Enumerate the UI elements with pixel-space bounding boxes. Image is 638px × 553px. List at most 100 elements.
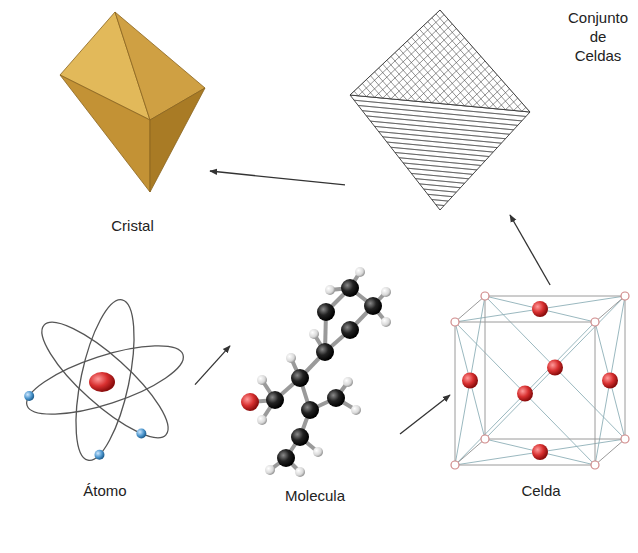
hydrogen-atom — [355, 267, 365, 277]
cell-diagonal — [455, 322, 525, 394]
face-atom — [462, 373, 478, 389]
lattice-line — [330, 117, 510, 134]
face-atom — [532, 301, 548, 317]
corner-atom — [621, 292, 629, 300]
crystal-illustration — [60, 12, 205, 192]
lattice-line — [375, 72, 465, 174]
cell-diagonal — [610, 381, 625, 440]
corner-atom — [481, 292, 489, 300]
lattice-line — [317, 131, 497, 148]
lattice-line — [260, 193, 440, 210]
cell-edge — [595, 322, 596, 465]
lattice-line — [338, 108, 518, 125]
lattice-line — [379, 68, 469, 170]
face-atom — [517, 386, 533, 402]
carbon-atom — [327, 389, 345, 407]
lattice-line — [440, 112, 530, 197]
illustration-node: Cristal — [55, 10, 210, 240]
flow-arrow — [400, 395, 450, 434]
lattice-line — [350, 95, 440, 197]
hydrogen-atom — [257, 415, 267, 425]
lattice-line — [407, 75, 497, 160]
lattice-line — [289, 162, 469, 179]
oxygen-atom — [241, 393, 259, 411]
caption-label: Conjunto de Celdas — [568, 9, 628, 65]
illustration-node: Átomo — [15, 290, 195, 505]
cell-edge — [455, 465, 595, 466]
lattice-line — [354, 91, 444, 193]
carbon-atom — [341, 321, 359, 339]
face-atom — [532, 444, 548, 460]
flow-arrow — [210, 171, 345, 185]
lattice-ridge — [350, 95, 530, 112]
caption-label: Átomo — [83, 482, 126, 501]
cell-edge — [595, 439, 625, 465]
cell-diagonal — [540, 309, 595, 322]
lattice-illustration — [260, 10, 620, 227]
cell-edge — [595, 296, 625, 322]
lattice-line — [440, 210, 620, 227]
electron-orbit — [64, 295, 145, 465]
hydrogen-atom — [257, 375, 267, 385]
cell-diagonal — [470, 381, 485, 440]
hydrogen-atom — [381, 317, 391, 327]
cell-edge — [625, 296, 626, 439]
cell-edge — [485, 296, 486, 439]
hydrogen-atom — [295, 467, 305, 477]
hydrogen-atom — [325, 285, 335, 295]
cell-edge — [485, 439, 625, 440]
face-atom — [602, 373, 618, 389]
lattice-line — [411, 80, 501, 165]
lattice-line — [276, 175, 456, 192]
carbon-atom — [317, 303, 335, 321]
cell-diagonal — [485, 296, 540, 309]
illustration-node: Celda — [450, 285, 632, 505]
lattice-line — [436, 107, 526, 192]
cell-diagonal — [485, 296, 555, 368]
lattice-line — [334, 113, 514, 130]
flow-arrow — [195, 346, 230, 385]
lattice-line — [366, 80, 456, 182]
lattice-line — [387, 60, 477, 162]
lattice-line — [383, 64, 473, 166]
lattice-outline — [350, 10, 530, 210]
lattice-line — [370, 76, 460, 178]
nucleus — [89, 372, 115, 392]
carbon-atom — [301, 401, 319, 419]
cell-edge — [455, 322, 595, 323]
caption-label: Celda — [521, 482, 560, 501]
lattice-line — [415, 84, 505, 169]
lattice-line — [403, 70, 493, 155]
cell-diagonal — [595, 322, 610, 381]
hydrogen-atom — [286, 353, 296, 363]
unit-cell-illustration — [451, 292, 629, 469]
cell-edge — [455, 296, 485, 322]
electron — [136, 428, 146, 438]
molecule-illustration — [241, 267, 391, 477]
lattice-line — [428, 194, 608, 211]
electron — [94, 450, 104, 460]
cell-edge — [455, 322, 456, 465]
cell-diagonal — [555, 368, 625, 440]
cell-edge — [455, 439, 485, 465]
illustration-node: Molecula — [230, 265, 400, 510]
lattice-line — [301, 148, 481, 165]
electron — [24, 391, 34, 401]
corner-atom — [621, 435, 629, 443]
hydrogen-atom — [309, 329, 319, 339]
corner-atom — [591, 461, 599, 469]
cell-diagonal — [455, 381, 470, 466]
face-atom — [547, 360, 563, 376]
carbon-atom — [266, 391, 284, 409]
carbon-atom — [364, 297, 382, 315]
carbon-atom — [291, 369, 309, 387]
cell-diagonal — [540, 452, 595, 465]
corner-atom — [451, 461, 459, 469]
carbon-atom — [277, 449, 295, 467]
atom-illustration — [20, 295, 191, 465]
lattice-line — [432, 200, 612, 217]
lattice-line — [280, 171, 460, 188]
lattice-line — [391, 56, 481, 158]
